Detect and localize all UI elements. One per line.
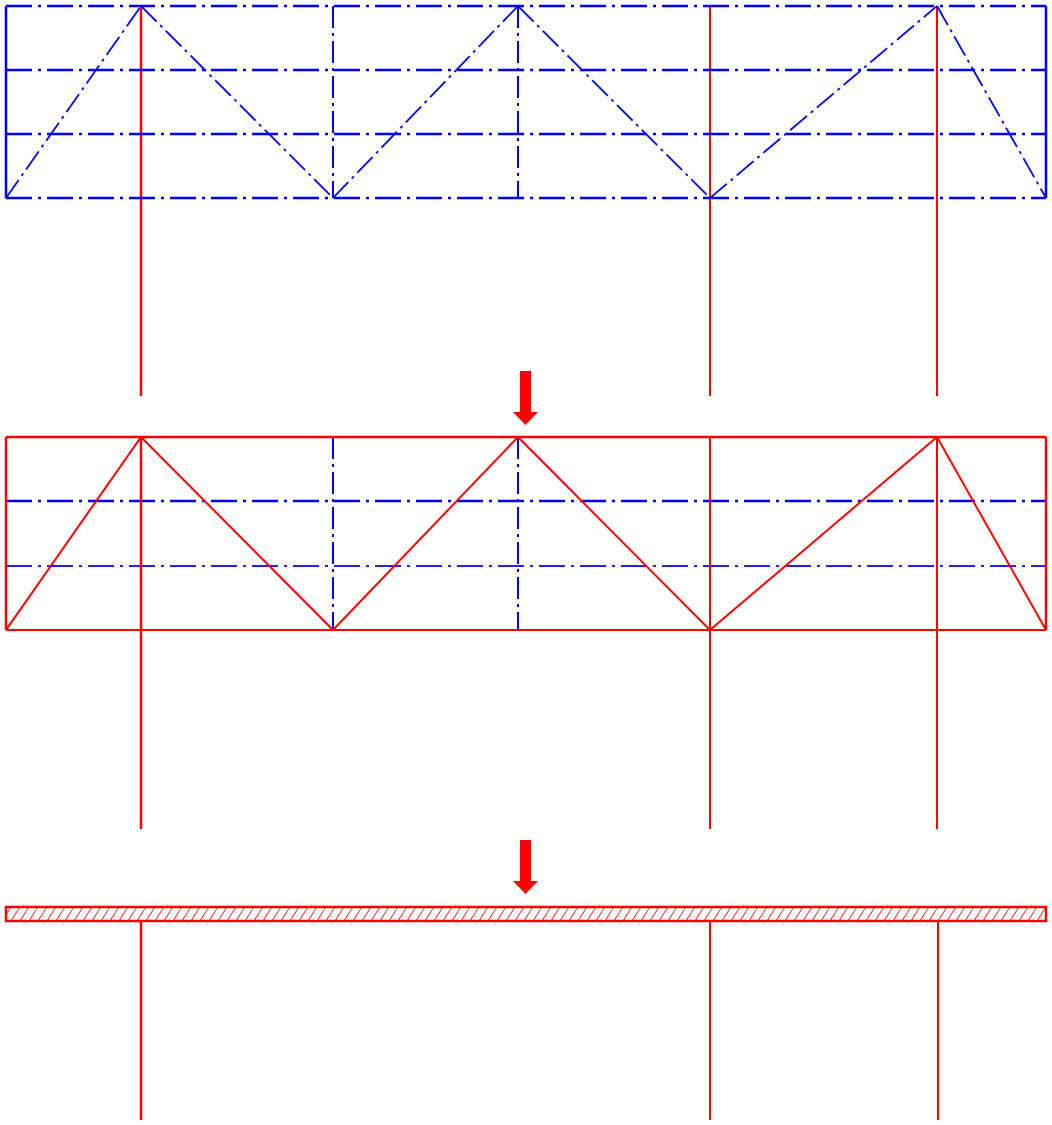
diagonal-6 — [936, 5, 1047, 199]
stage-2-truss — [4, 435, 1048, 829]
stage-1-verticals — [332, 6, 519, 198]
stage-2-columns — [139, 437, 938, 829]
down-arrow-2 — [513, 840, 538, 894]
stage-3-slab-assembly — [4, 905, 1048, 1120]
stage-2-diagonals — [5, 436, 1047, 631]
diagonal-4 — [517, 436, 711, 631]
stage-1-columns — [139, 6, 938, 396]
stage-1-truss — [4, 4, 1048, 396]
stage-2-frame — [4, 435, 1048, 631]
diagonal-1 — [5, 5, 142, 199]
diagonal-3 — [332, 5, 519, 199]
stage-2-guides — [6, 437, 1046, 630]
hatched-slab — [4, 905, 1048, 923]
stage-1-diagonals — [5, 5, 1047, 199]
stage-1-frame — [4, 4, 1048, 200]
diagonal-2 — [140, 436, 334, 631]
down-arrow-1 — [513, 371, 538, 425]
diagonal-6 — [936, 436, 1047, 631]
diagonal-3 — [332, 436, 519, 631]
diagonal-4 — [517, 5, 711, 199]
diagonal-5 — [709, 436, 938, 631]
diagonal-2 — [140, 5, 334, 199]
diagonal-5 — [709, 5, 938, 199]
diagonal-1 — [5, 436, 142, 631]
stage-3-columns — [139, 921, 939, 1120]
